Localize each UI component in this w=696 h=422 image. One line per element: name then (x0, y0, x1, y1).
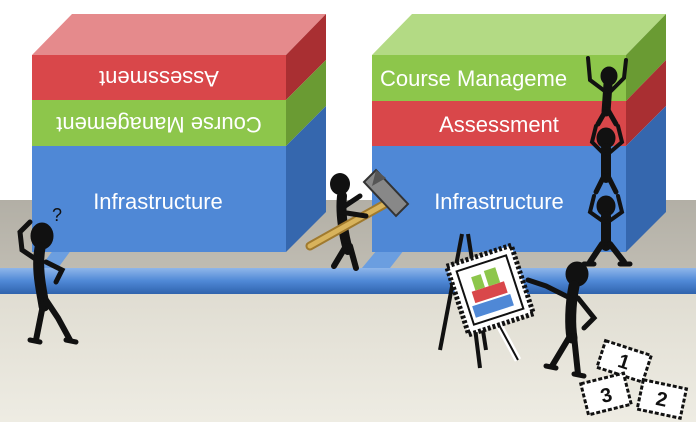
left-course-management-label: Course Management (56, 112, 261, 137)
left-block-infrastructure (32, 146, 286, 252)
tile-3-number: 3 (598, 384, 614, 408)
tile-3: 3 (578, 371, 634, 417)
right-infrastructure-label: Infrastructure (434, 189, 564, 214)
easel (438, 233, 537, 369)
left-stack: Assessment Course Management Infrastruct… (32, 14, 326, 252)
left-assessment-label: Assessment (99, 66, 219, 91)
right-course-management-label: Course Manageme (380, 66, 567, 91)
right-assessment-label: Assessment (439, 112, 559, 137)
pointing-figure (525, 261, 598, 379)
left-block-course-management (32, 100, 286, 146)
right-block-infrastructure (372, 146, 626, 252)
human-tower (581, 56, 633, 267)
framed-picture (443, 242, 537, 338)
confused-figure: ? (17, 205, 79, 345)
tile-2-number: 2 (654, 388, 669, 412)
right-block-course-management (372, 55, 626, 101)
right-stack: Course Manageme Assessment Infrastructur… (372, 14, 666, 252)
question-mark: ? (52, 205, 62, 225)
right-stack-top (372, 14, 666, 55)
hammer-figure (305, 168, 410, 271)
tile-1: 1 (595, 338, 654, 385)
left-infrastructure-label: Infrastructure (93, 189, 223, 214)
numbered-tiles: 1 3 2 (578, 338, 689, 421)
tile-2: 2 (635, 377, 689, 421)
hammer-icon (362, 168, 410, 218)
right-block-assessment (372, 101, 626, 146)
left-block-assessment (32, 55, 286, 100)
left-stack-top (32, 14, 326, 55)
